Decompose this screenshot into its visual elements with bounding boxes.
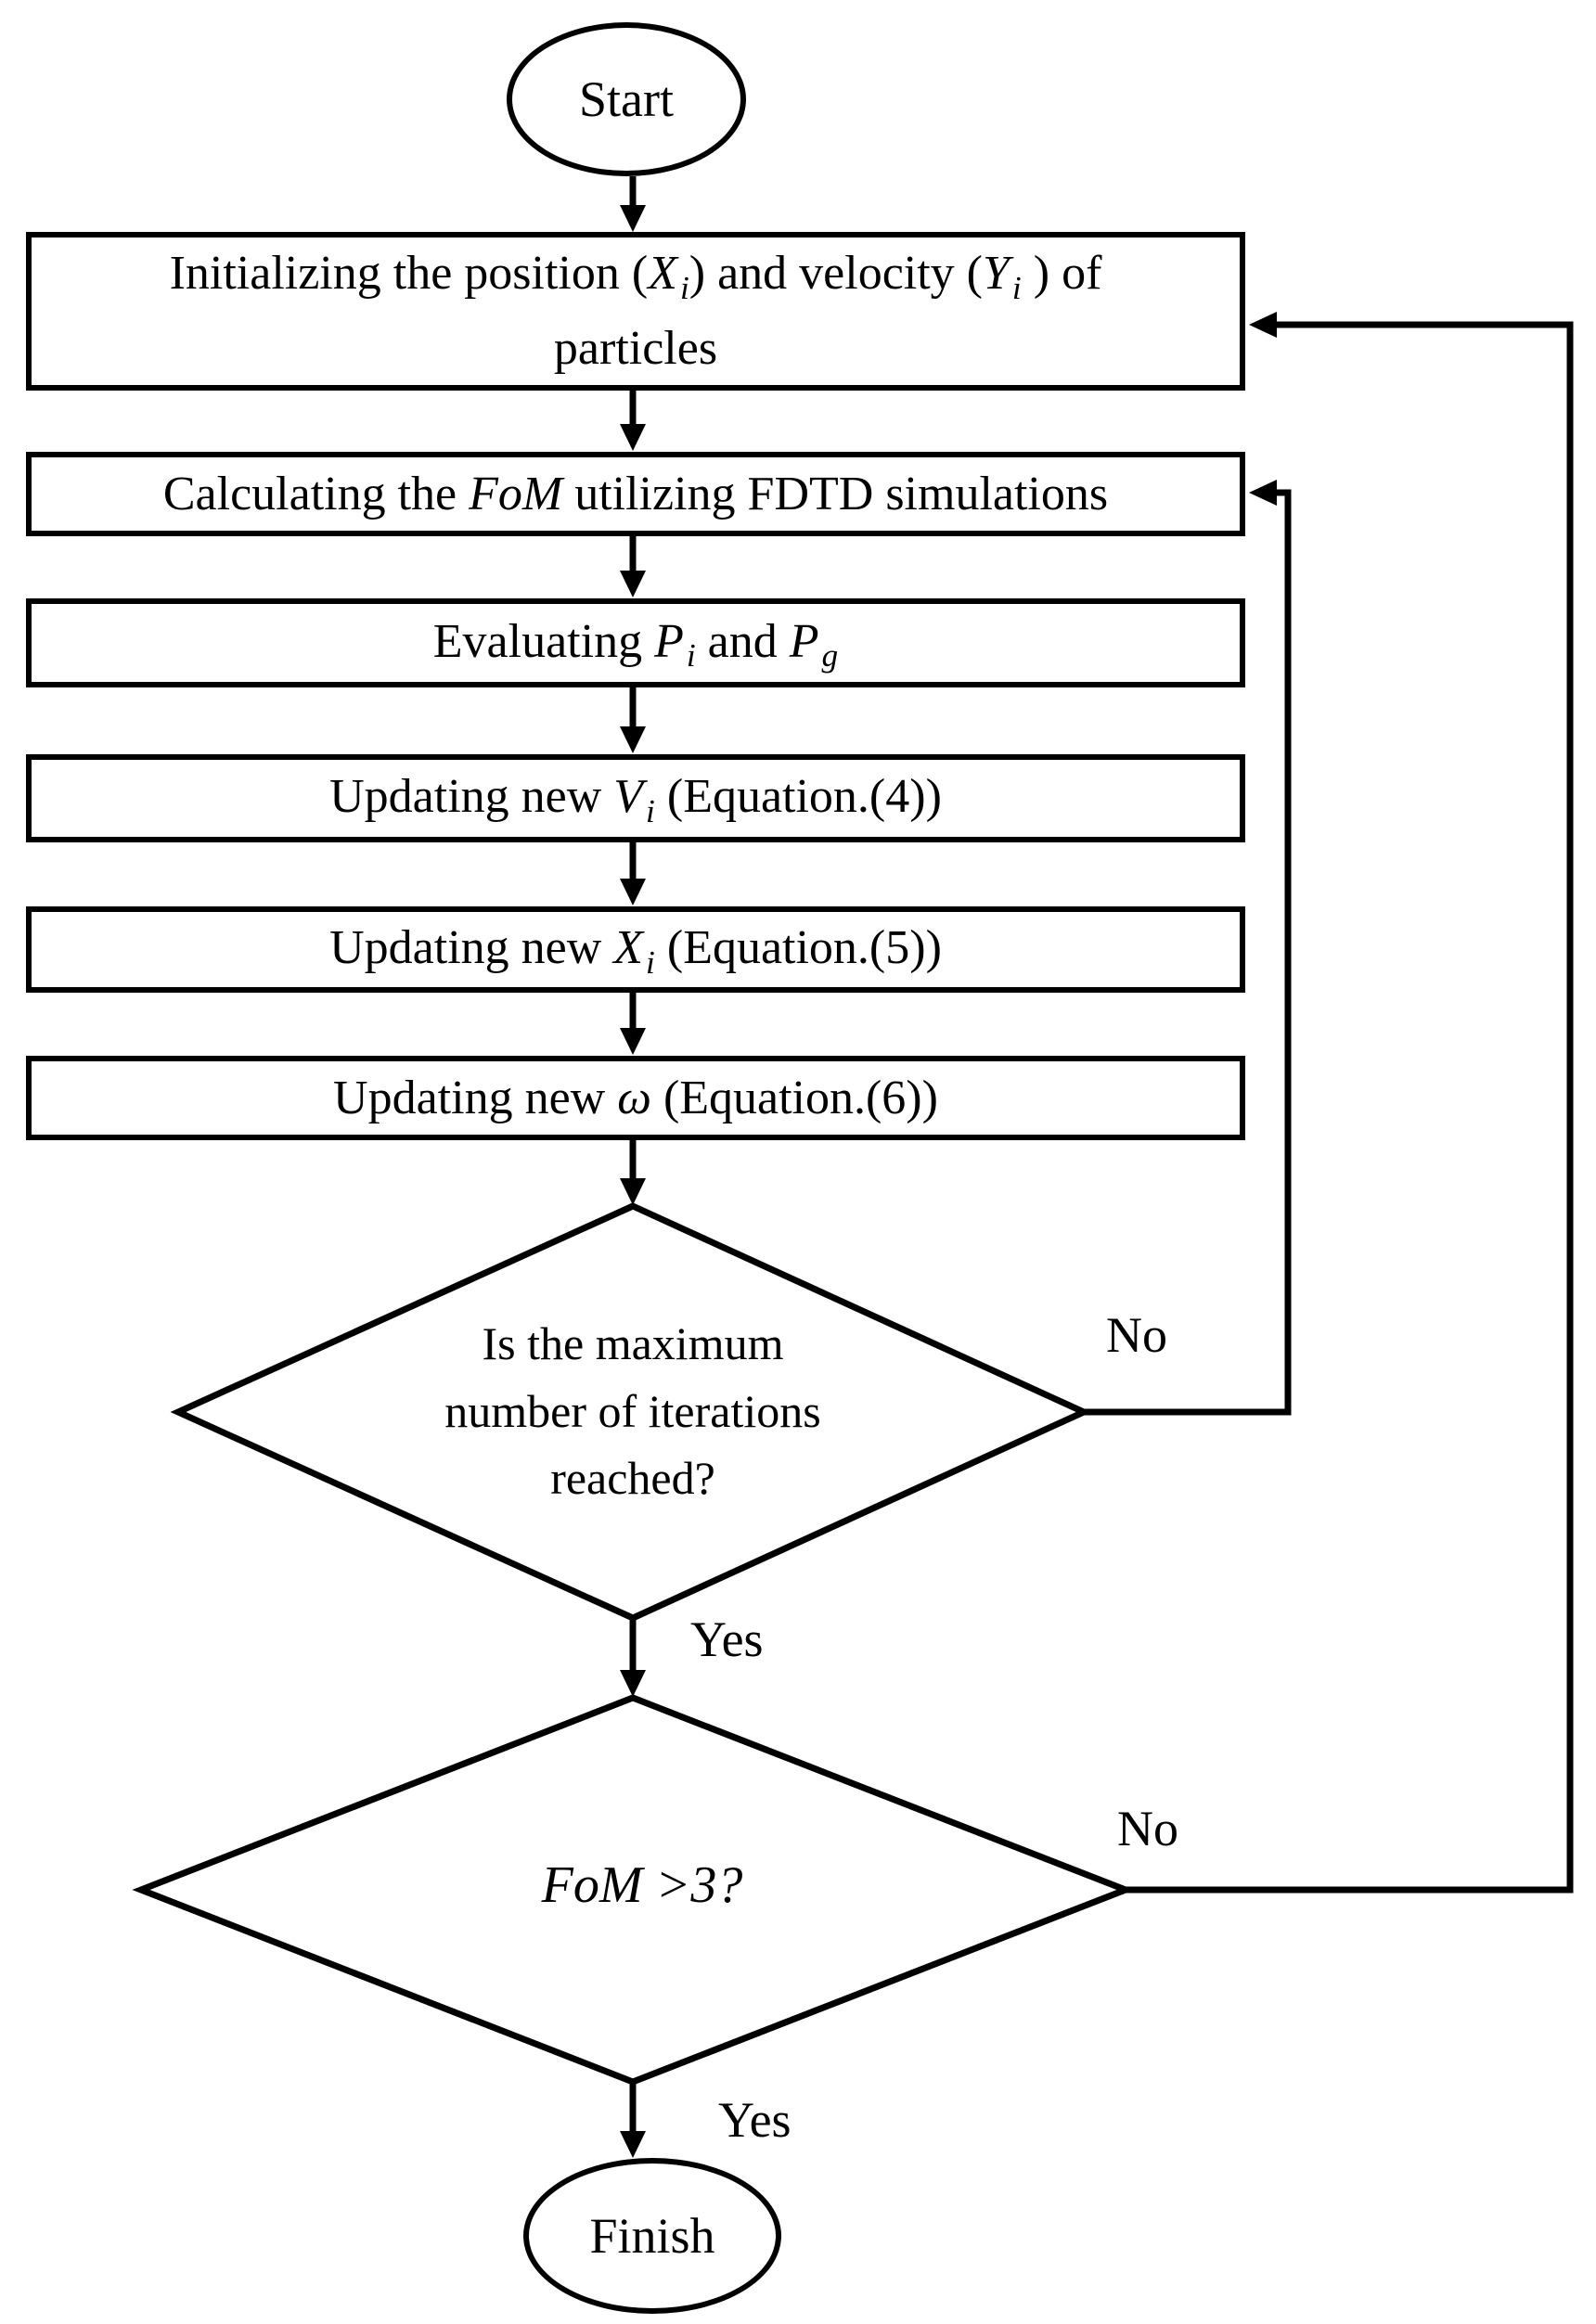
finish-label: Finish xyxy=(589,2208,715,2264)
label-no-fom: No xyxy=(1117,1801,1178,1856)
process-box-calculate-fom-label: Calculating the FoM utilizing FDTD simul… xyxy=(162,467,1109,520)
label-no-iterations: No xyxy=(1106,1307,1167,1363)
process-box-calculate-fom: Calculating the FoM utilizing FDTD simul… xyxy=(26,452,1245,536)
process-box-update-position-label: Updating new Xi (Equation.(5)) xyxy=(329,921,942,981)
loop-no-to-initialize xyxy=(1126,312,1574,1894)
arrow-initialize-to-calculate xyxy=(620,391,646,451)
process-box-initialize: Initializing the position (Xi) and veloc… xyxy=(26,232,1245,391)
process-box-evaluate-label: Evaluating Pi and Pg xyxy=(432,614,839,674)
finish-node: Finish xyxy=(523,2158,781,2314)
arrow-update-omega-to-decision-iterations xyxy=(620,1140,646,1205)
arrow-decision-fom-to-finish xyxy=(620,2083,646,2158)
process-box-evaluate: Evaluating Pi and Pg xyxy=(26,598,1245,687)
process-box-update-omega: Updating new ω (Equation.(6)) xyxy=(26,1056,1245,1140)
process-box-initialize-label: Initializing the position (Xi) and veloc… xyxy=(169,247,1102,375)
loop-no-to-calculate xyxy=(1084,480,1292,1416)
arrow-update-velocity-to-update-position xyxy=(620,842,646,905)
arrow-calculate-to-evaluate xyxy=(620,536,646,597)
arrow-decision-iterations-to-decision-fom xyxy=(620,1619,646,1697)
process-box-update-velocity: Updating new Vi (Equation.(4)) xyxy=(26,754,1245,842)
process-box-update-position: Updating new Xi (Equation.(5)) xyxy=(26,906,1245,993)
arrow-update-position-to-update-omega xyxy=(620,993,646,1055)
decision-fom-threshold-label: FoM >3? xyxy=(541,1856,743,1914)
process-box-update-omega-label: Updating new ω (Equation.(6)) xyxy=(333,1071,938,1124)
decision-fom-threshold-shape xyxy=(132,1694,1135,2086)
arrow-start-to-initialize xyxy=(620,176,646,232)
label-yes-iterations: Yes xyxy=(690,1611,764,1667)
start-node: Start xyxy=(507,22,746,176)
decision-max-iterations-shape xyxy=(170,1202,1092,1622)
arrow-evaluate-to-update-velocity xyxy=(620,687,646,753)
process-box-update-velocity-label: Updating new Vi (Equation.(4)) xyxy=(329,770,942,829)
start-label: Start xyxy=(579,71,674,127)
label-yes-fom: Yes xyxy=(718,2092,792,2148)
